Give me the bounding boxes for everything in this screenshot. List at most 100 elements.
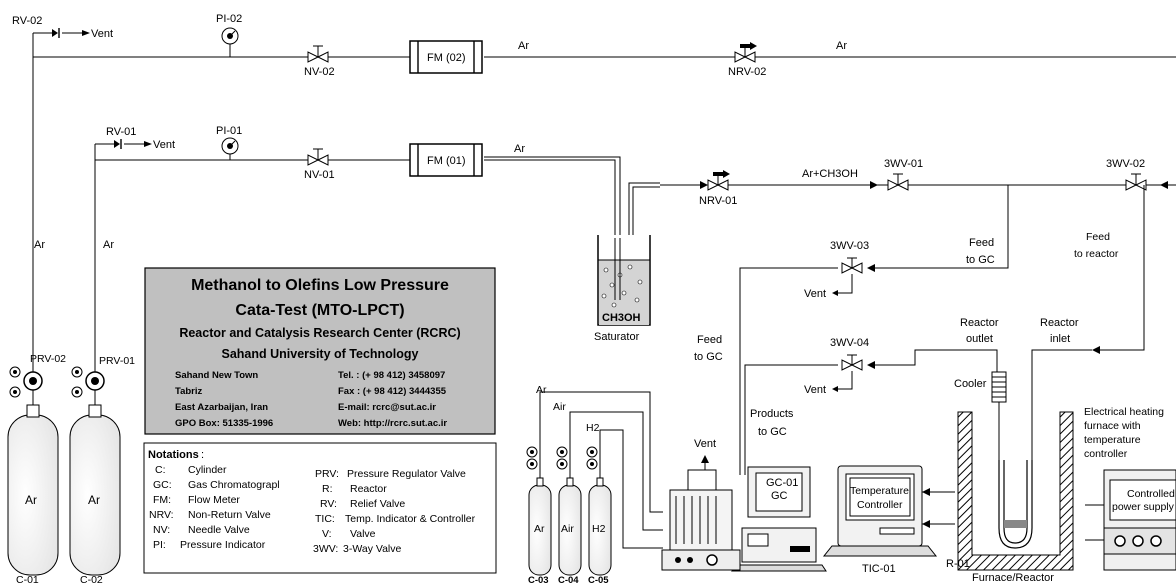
ar-vertical-label-01: Ar <box>103 239 114 251</box>
pi-01-label: PI-01 <box>216 125 242 137</box>
notation-value: 3-Way Valve <box>343 543 402 555</box>
to-gc-label: to GC <box>694 351 723 363</box>
needle-valve-nv-01 <box>307 148 329 166</box>
c-02-gas-label: Ar <box>88 493 100 507</box>
ar-ch3oh-label: Ar+CH3OH <box>802 168 858 180</box>
notation-key: PI: <box>153 539 166 551</box>
notation-value: Gas Chromatograpl <box>188 479 280 491</box>
reactor-outlet-line <box>744 349 998 475</box>
ar-line-01-label: Ar <box>514 143 525 155</box>
c-03-label: C-03 <box>528 575 549 583</box>
gc-01-label: GC-01 <box>766 477 798 489</box>
fm-02-label: FM (02) <box>427 52 466 64</box>
notation-value: Cylinder <box>188 464 227 476</box>
reactor-outlet-label-2: outlet <box>966 333 993 345</box>
saturator-label: Saturator <box>594 331 640 343</box>
notation-key: RV: <box>320 498 337 510</box>
3wv-01-label: 3WV-01 <box>884 158 923 170</box>
notation-value: Relief Valve <box>350 498 405 510</box>
title-line-3: Reactor and Catalysis Research Center (R… <box>179 326 460 340</box>
gc-oven-unit <box>661 455 741 571</box>
furnace-reactor-label: Furnace/Reactor <box>972 572 1054 583</box>
c-04-gas-label: Air <box>561 523 574 535</box>
furnace-note-line-1: Electrical heating <box>1084 406 1164 418</box>
notation-value: Reactor <box>350 483 387 495</box>
c-05-gas-label: H2 <box>592 523 606 535</box>
three-way-valve-3wv-03 <box>841 257 863 274</box>
title-line-2: Cata-Test (MTO-LPCT) <box>235 302 404 319</box>
cylinder-c-05 <box>586 445 612 576</box>
temperature-controller-line-1: Temperature <box>850 485 909 497</box>
c-03-gas-label: Ar <box>534 523 545 535</box>
notation-key: FM: <box>153 494 171 506</box>
feed-label: Feed <box>969 237 994 249</box>
cylinder-c-04 <box>556 445 582 576</box>
controlled-ps-line-1: Controlled <box>1127 488 1175 500</box>
3wv-03-label: 3WV-03 <box>830 240 869 252</box>
c-05-label: C-05 <box>588 575 609 583</box>
tic-01-label: TIC-01 <box>862 563 896 575</box>
products-label: Products <box>750 408 794 420</box>
ar-line-02-label: Ar <box>518 40 529 52</box>
reactor-inlet-label-2: inlet <box>1050 333 1070 345</box>
reactor-outlet-label-1: Reactor <box>960 317 999 329</box>
furnace-note-line-2: furnace with <box>1084 420 1141 432</box>
controlled-ps-line-2: power supply <box>1112 501 1175 513</box>
non-return-valve-nrv-01 <box>707 170 730 191</box>
gas-chromatograph-gc-01 <box>731 466 827 572</box>
notation-value: Non-Return Valve <box>188 509 271 521</box>
feed-to-gc-line <box>739 185 1009 475</box>
flow-meter-fm-01 <box>409 143 483 177</box>
h2-line-label: H2 <box>586 422 600 434</box>
notation-key: V: <box>322 528 332 540</box>
reactor-inlet-label-1: Reactor <box>1040 317 1079 329</box>
cooler-label: Cooler <box>954 378 987 390</box>
vent-label: Vent <box>153 139 175 151</box>
nrv-02-label: NRV-02 <box>728 66 766 78</box>
address-line-4: GPO Box: 51335-1996 <box>175 418 273 429</box>
notation-value: Needle Valve <box>188 524 250 536</box>
three-way-valve-3wv-01 <box>870 173 909 191</box>
pressure-indicator-pi-02 <box>221 27 239 45</box>
to-reactor-label: to reactor <box>1074 248 1119 260</box>
ar-line-02-right-label: Ar <box>836 40 847 52</box>
vent-label: Vent <box>804 384 826 396</box>
cylinder-c-03 <box>526 445 552 576</box>
notation-value: Pressure Regulator Valve <box>347 468 466 480</box>
controlled-power-supply <box>1085 469 1176 571</box>
notation-key: NRV: <box>149 509 174 521</box>
to-gc-label: to GC <box>966 254 995 266</box>
nv-01-label: NV-01 <box>304 169 335 181</box>
saturator-vessel <box>597 235 651 326</box>
notations-heading: Notations <box>148 449 199 461</box>
notation-key: TIC: <box>315 513 335 525</box>
gc-label: GC <box>771 490 788 502</box>
temperature-controller-tic-01 <box>822 465 955 557</box>
3wv-04-label: 3WV-04 <box>830 337 869 349</box>
notation-key: 3WV: <box>313 543 338 555</box>
c-01-label: C-01 <box>16 574 39 583</box>
vent-label: Vent <box>804 288 826 300</box>
contact-tel: Tel. : (+ 98 412) 3458097 <box>338 370 445 381</box>
cylinder-c-01 <box>7 366 59 576</box>
furnace-note-line-4: controller <box>1084 448 1128 460</box>
nrv-01-label: NRV-01 <box>699 195 737 207</box>
c-02-label: C-02 <box>80 574 103 583</box>
c-01-gas-label: Ar <box>25 493 37 507</box>
feed-label: Feed <box>697 334 722 346</box>
notation-key: GC: <box>153 479 172 491</box>
three-way-valve-3wv-02 <box>1125 173 1168 191</box>
cylinder-c-02 <box>69 366 121 576</box>
air-line-label: Air <box>553 401 566 413</box>
title-line-4: Sahand University of Technology <box>221 347 418 361</box>
relief-valve-rv-02 <box>52 28 90 38</box>
furnace-reactor <box>957 411 1074 571</box>
vent-label: Vent <box>91 28 113 40</box>
notation-value: Flow Meter <box>188 494 240 506</box>
three-way-valve-3wv-04 <box>841 354 863 371</box>
notation-value: Temp. Indicator & Controller <box>345 513 476 525</box>
notations-colon: : <box>201 449 204 461</box>
address-line-1: Sahand New Town <box>175 370 258 381</box>
contact-fax: Fax : (+ 98 412) 3444355 <box>338 386 447 397</box>
notations-legend: Notations : C: Cylinder GC: Gas Chromato… <box>143 442 497 574</box>
